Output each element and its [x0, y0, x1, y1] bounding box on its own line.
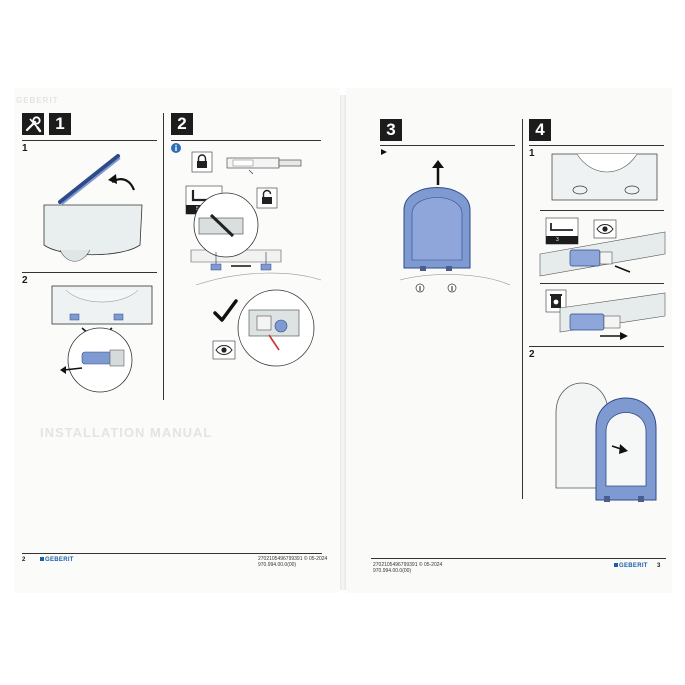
hinge-cover-illustration: [551, 153, 658, 201]
left-brand-logo: GEBERIT: [40, 557, 74, 563]
step-4-substep-2: 2: [529, 349, 535, 360]
step-1-substep-1: 1: [22, 143, 28, 154]
checkmark-icon: [213, 299, 238, 322]
step-4-sub-rule: [529, 346, 664, 347]
hex-key-box-small: [545, 217, 579, 245]
padlock-locked-icon: [191, 151, 213, 173]
step-4-number: 4: [529, 119, 551, 141]
seat-separation-illustration: [555, 382, 657, 502]
step-4-substep-1: 1: [529, 148, 535, 159]
left-page-column-divider: [163, 113, 164, 400]
ghost-brand: GEBERIT: [16, 96, 59, 105]
seat-removal-illustration: [399, 160, 511, 293]
seat-lift-illustration: [43, 154, 143, 262]
page-gutter: [340, 95, 346, 590]
step-3-rule: [380, 145, 515, 146]
tool-icon-box: [22, 113, 44, 135]
right-page-column-divider: [522, 119, 523, 499]
step-4-rule: [529, 145, 664, 146]
recycle-bin-icon: [545, 289, 567, 313]
step-1-rule: [22, 140, 157, 141]
right-brand-logo: GEBERIT: [614, 563, 648, 569]
right-page-number: 3: [657, 563, 661, 569]
hinge-release-illustration: [51, 285, 153, 393]
step-4-1a-rule: [540, 210, 664, 211]
right-footer-meta: 2702105496799391 © 05-2024 970.994.00.0(…: [373, 562, 443, 574]
info-icon: [171, 143, 181, 153]
left-footer-rule: [22, 553, 322, 554]
step-3-number: 3: [380, 119, 402, 141]
step-1-substep-2: 2: [22, 275, 28, 286]
right-footer-rule: [371, 558, 666, 559]
hinge-slide-out-illustration: [559, 292, 666, 340]
step-4-1b-rule: [540, 283, 664, 284]
hex-key-small-label: 3: [556, 237, 559, 243]
step-2-number: 2: [171, 113, 193, 135]
hinge-unlock-detail-illustration: [539, 231, 666, 277]
step-1-number: 1: [49, 113, 71, 135]
step-1-sub-rule: [22, 272, 157, 273]
play-triangle-icon: [381, 149, 387, 155]
left-footer-meta: 2702105496799391 © 05-2024 970.994.00.0(…: [258, 556, 328, 568]
step-2-rule: [171, 140, 321, 141]
ghost-title: INSTALLATION MANUAL: [40, 425, 213, 440]
hinge-component-illustration: [226, 157, 302, 175]
wrench-screwdriver-icon: [25, 116, 42, 133]
eye-icon: [212, 340, 236, 360]
hinge-unlock-illustration: [190, 192, 322, 367]
left-page-number: 2: [22, 557, 26, 563]
padlock-unlocked-icon: [256, 187, 278, 209]
eye-icon-step4: [593, 219, 617, 239]
